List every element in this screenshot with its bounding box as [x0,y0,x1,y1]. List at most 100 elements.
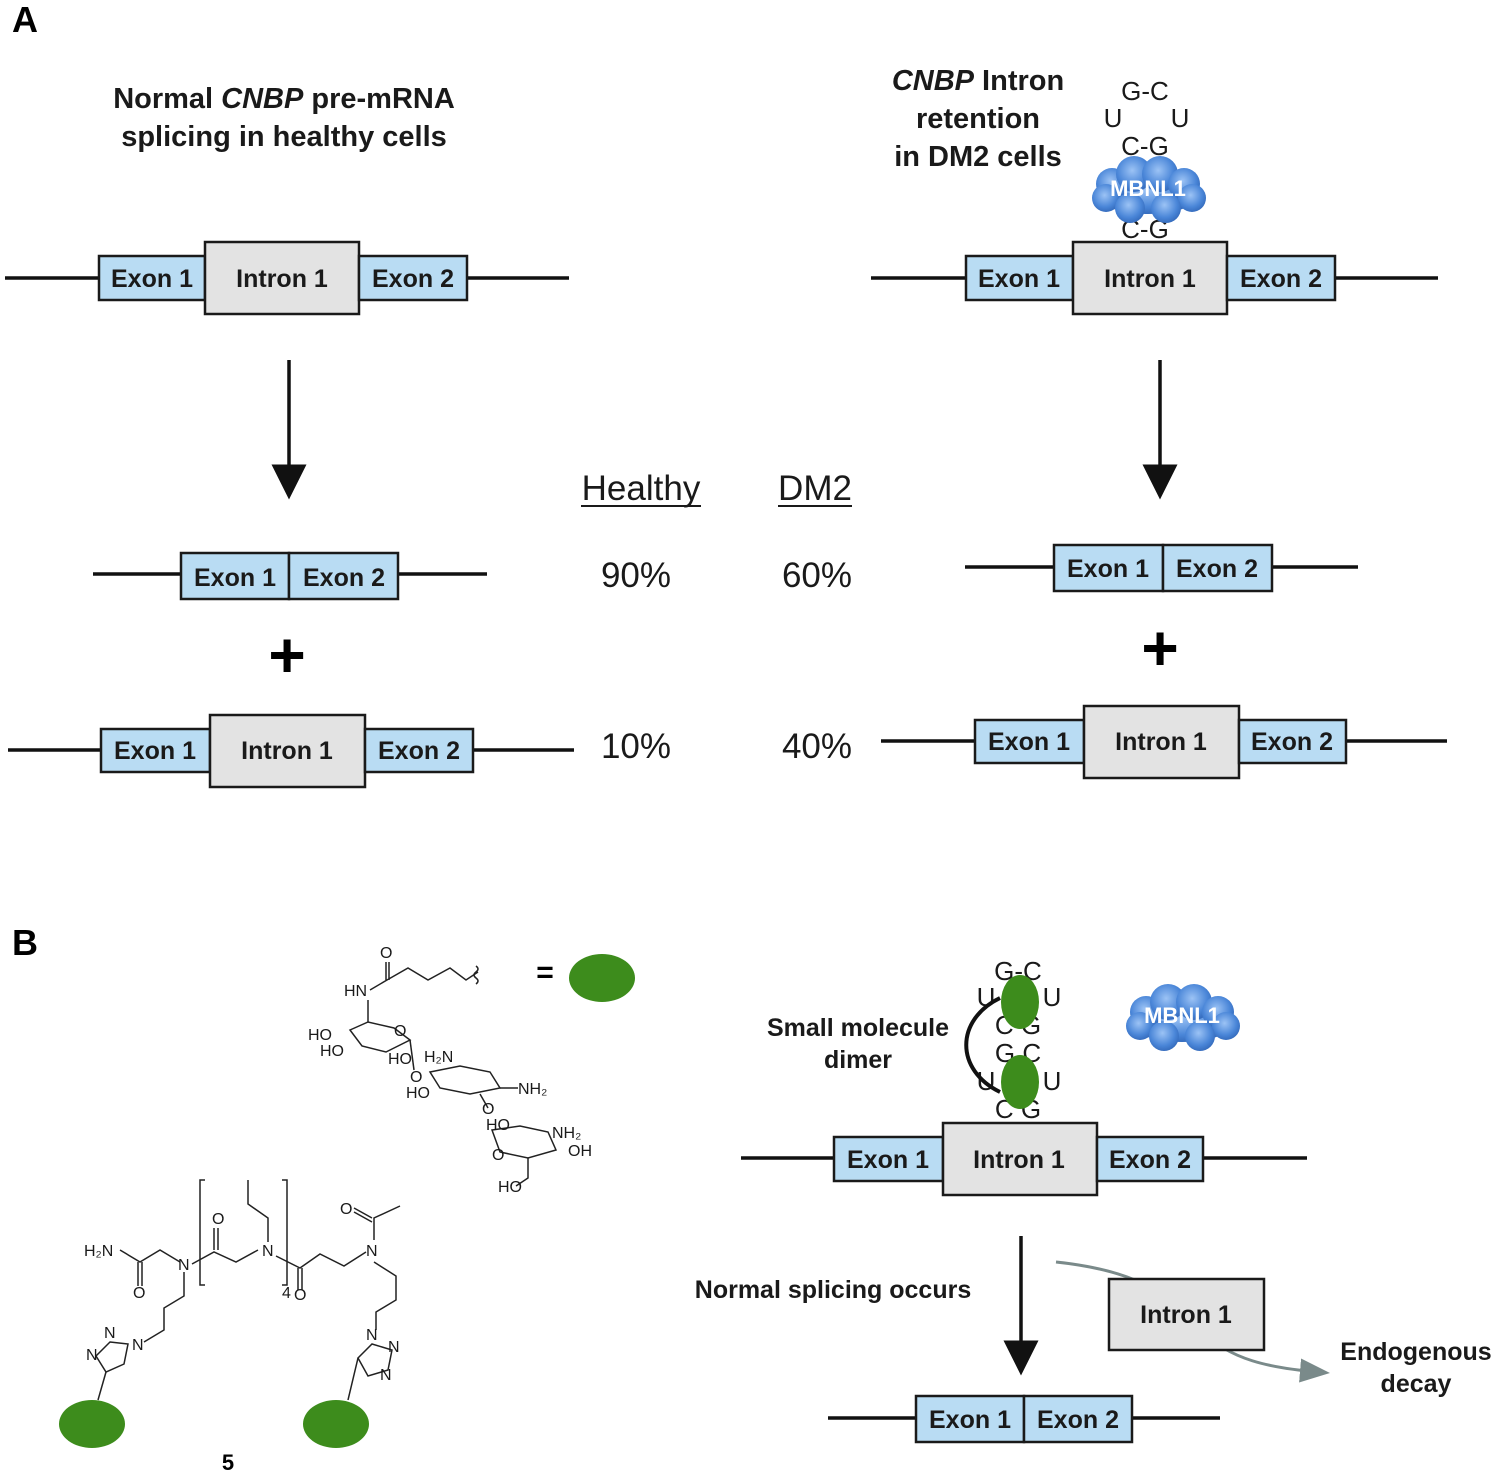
exon1-label: Exon 1 [111,265,193,293]
exon2-box [357,254,469,302]
dm2-retained-value: 40% [782,727,852,766]
exon1-box [973,718,1086,765]
gene-spliced-right: Exon 1 Exon 2 [965,543,1358,593]
dimer-label-line2: dimer [824,1046,892,1074]
excised-intron-label: Intron 1 [1140,1301,1232,1329]
svg-text:4: 4 [282,1285,291,1302]
svg-text:HO: HO [308,1027,332,1044]
exon2-label: Exon 2 [372,265,454,293]
svg-text:N: N [132,1337,144,1354]
svg-text:U: U [1171,103,1190,133]
gene-bound-b: Exon 1 Intron 1 Exon 2 [741,1121,1307,1197]
svg-text:U: U [1104,103,1123,133]
exon1-box [964,254,1075,302]
gene-unspliced-right: Exon 1 Intron 1 Exon 2 [871,240,1438,316]
decay-label-line2: decay [1381,1370,1452,1398]
ligand-right-icon [303,1400,369,1448]
exon2-box [363,727,475,774]
panel-label-a: A [12,0,38,40]
left-title-line1: Normal CNBP pre-mRNA [113,83,455,115]
svg-text:G-C: G-C [1121,76,1169,106]
svg-text:O: O [410,1069,422,1086]
plus-sign-left: + [268,619,305,691]
intron1-label: Intron 1 [241,737,333,765]
svg-text:O: O [380,945,392,962]
svg-text:O: O [340,1201,352,1218]
excised-intron-box [1107,1277,1266,1352]
svg-text:HO: HO [486,1117,510,1134]
svg-text:O: O [482,1101,494,1118]
ligand-lower-icon [1001,1055,1039,1109]
svg-text:N: N [104,1325,116,1342]
intron1-box [203,240,361,316]
svg-text:U: U [1043,982,1062,1012]
exon1-box [914,1394,1026,1444]
gene-spliced-left: Exon 1 Exon 2 [93,551,487,601]
svg-text:N: N [366,1243,378,1260]
exon2-label: Exon 2 [1240,265,1322,293]
svg-text:N: N [178,1257,190,1274]
gene-spliced-b: Exon 1 Exon 2 [828,1394,1220,1444]
exon1-box [99,727,212,774]
rna-hairpin-top: G-C U U C-G C-G [1104,76,1190,244]
ligand-legend-icon [569,954,635,1002]
panel-label-b: B [12,922,38,963]
svg-text:HO: HO [406,1085,430,1102]
svg-text:H₂N: H₂N [84,1243,113,1260]
percent-table: Healthy DM2 90% 60% 10% 40% [581,469,852,766]
svg-text:HO: HO [388,1051,412,1068]
exon1-box [832,1135,945,1183]
mbnl1-label: MBNL1 [1110,176,1186,201]
exon2-label: Exon 2 [1037,1406,1119,1434]
mbnl1-label: MBNL1 [1144,1003,1220,1028]
svg-text:H₂N: H₂N [424,1049,453,1066]
exon1-label: Exon 1 [114,737,196,765]
exon2-box [1022,1394,1134,1444]
exon2-box [1225,254,1337,302]
exon2-box [1237,718,1348,765]
dm2-spliced-value: 60% [782,556,852,595]
intron1-label: Intron 1 [1104,265,1196,293]
exon2-label: Exon 2 [378,737,460,765]
mbnl1-protein-free: MBNL1 [1126,984,1240,1051]
ligand-left-icon [59,1400,125,1448]
svg-text:HO: HO [498,1179,522,1196]
svg-text:C-G: C-G [1121,131,1169,161]
svg-text:OH: OH [568,1143,592,1160]
exon2-box [1095,1135,1205,1183]
svg-text:HN: HN [344,983,367,1000]
svg-text:N: N [380,1367,392,1384]
aminoglycoside-structure: O HN O HO HO HO O H₂N HO NH₂ O HO NH₂ OH… [308,945,592,1196]
equals-sign: = [536,956,554,989]
intron1-label: Intron 1 [236,265,328,293]
intron1-label: Intron 1 [973,1146,1065,1174]
compound-number: 5 [222,1450,234,1475]
svg-text:O: O [212,1211,224,1228]
exon1-label: Exon 1 [988,728,1070,756]
plus-sign-right: + [1141,612,1178,684]
gene-retained-right: Exon 1 Intron 1 Exon 2 [881,704,1447,780]
svg-text:O: O [294,1287,306,1304]
svg-text:N: N [86,1347,98,1364]
svg-text:HO: HO [320,1043,344,1060]
exon2-box [1161,543,1274,593]
right-title-line2: retention [916,103,1040,135]
exon1-label: Exon 1 [847,1146,929,1174]
intron1-box [1071,240,1229,316]
gene-retained-left: Exon 1 Intron 1 Exon 2 [8,713,574,789]
exon2-label: Exon 2 [1176,555,1258,583]
intron1-box [1082,704,1241,780]
exon2-label: Exon 2 [1251,728,1333,756]
svg-text:N: N [388,1339,400,1356]
dimer-label-line1: Small molecule [767,1014,949,1042]
splicing-label: Normal splicing occurs [695,1276,971,1304]
svg-text:U: U [1043,1066,1062,1096]
right-title-line1: CNBP Intron [892,65,1064,97]
exon1-label: Exon 1 [194,564,276,592]
healthy-spliced-value: 90% [601,556,671,595]
peptoid-scaffold: H₂N O N O N 4 O N O N N N N N N [84,1179,401,1401]
svg-text:NH₂: NH₂ [552,1125,581,1142]
decay-label-line1: Endogenous [1340,1338,1491,1366]
exon2-label: Exon 2 [1109,1146,1191,1174]
